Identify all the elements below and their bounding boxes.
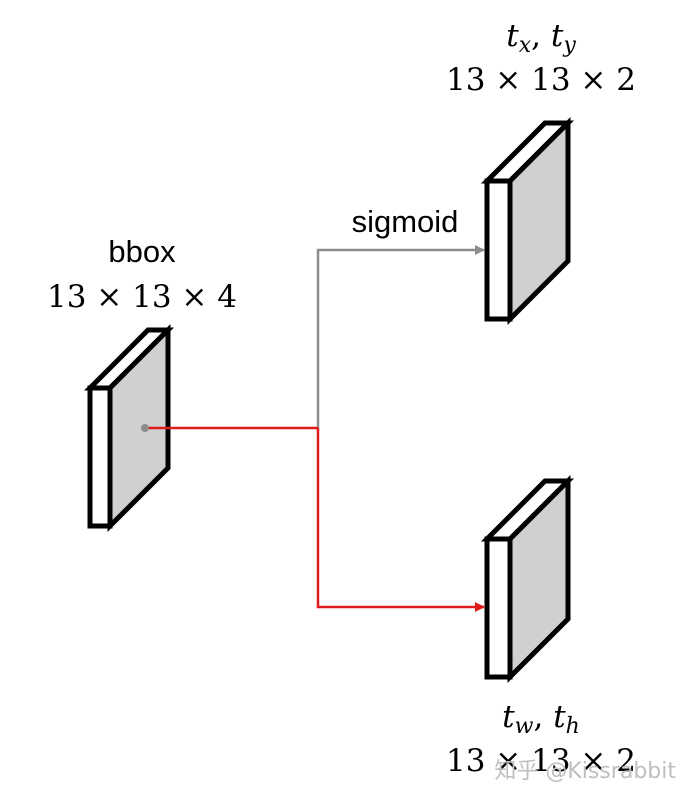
input-block [83,323,175,533]
source-dot [141,424,149,432]
input-block-front [87,385,113,529]
bottom-output-name-label: tw, th [502,699,580,739]
bottom-output-shape-label: 13 × 13 × 2 [446,743,636,779]
sigmoid-label: sigmoid [352,204,459,239]
bottom-output-name-t2: t [553,699,566,735]
watermark-text: 知乎 @Kissrabbit [494,759,676,784]
top-output-name-label: tx, ty [506,18,576,58]
top-output-block [480,116,575,326]
top-output-shape-label: 13 × 13 × 2 [446,62,636,98]
bottom-output-name-t1: t [502,699,515,735]
top-output-name-sep: , [531,18,551,54]
sigmoid-arrow [316,245,485,428]
bottom-output-block [480,474,575,684]
input-shape-label: 13 × 13 × 4 [47,279,237,315]
top-output-block-front [484,178,513,322]
input-name-label: bbox [108,234,176,269]
top-output-name-t2: t [551,18,564,54]
bottom-output-name-sub1: w [515,714,534,739]
top-output-name-t1: t [506,18,519,54]
bottom-output-name-sub2: h [566,714,580,739]
top-output-name-sub1: x [519,33,532,58]
bottom-output-block-front [484,536,513,680]
red-branch-arrow [316,428,485,612]
bottom-output-name-sep: , [533,699,553,735]
top-output-name-sub2: y [562,33,576,58]
